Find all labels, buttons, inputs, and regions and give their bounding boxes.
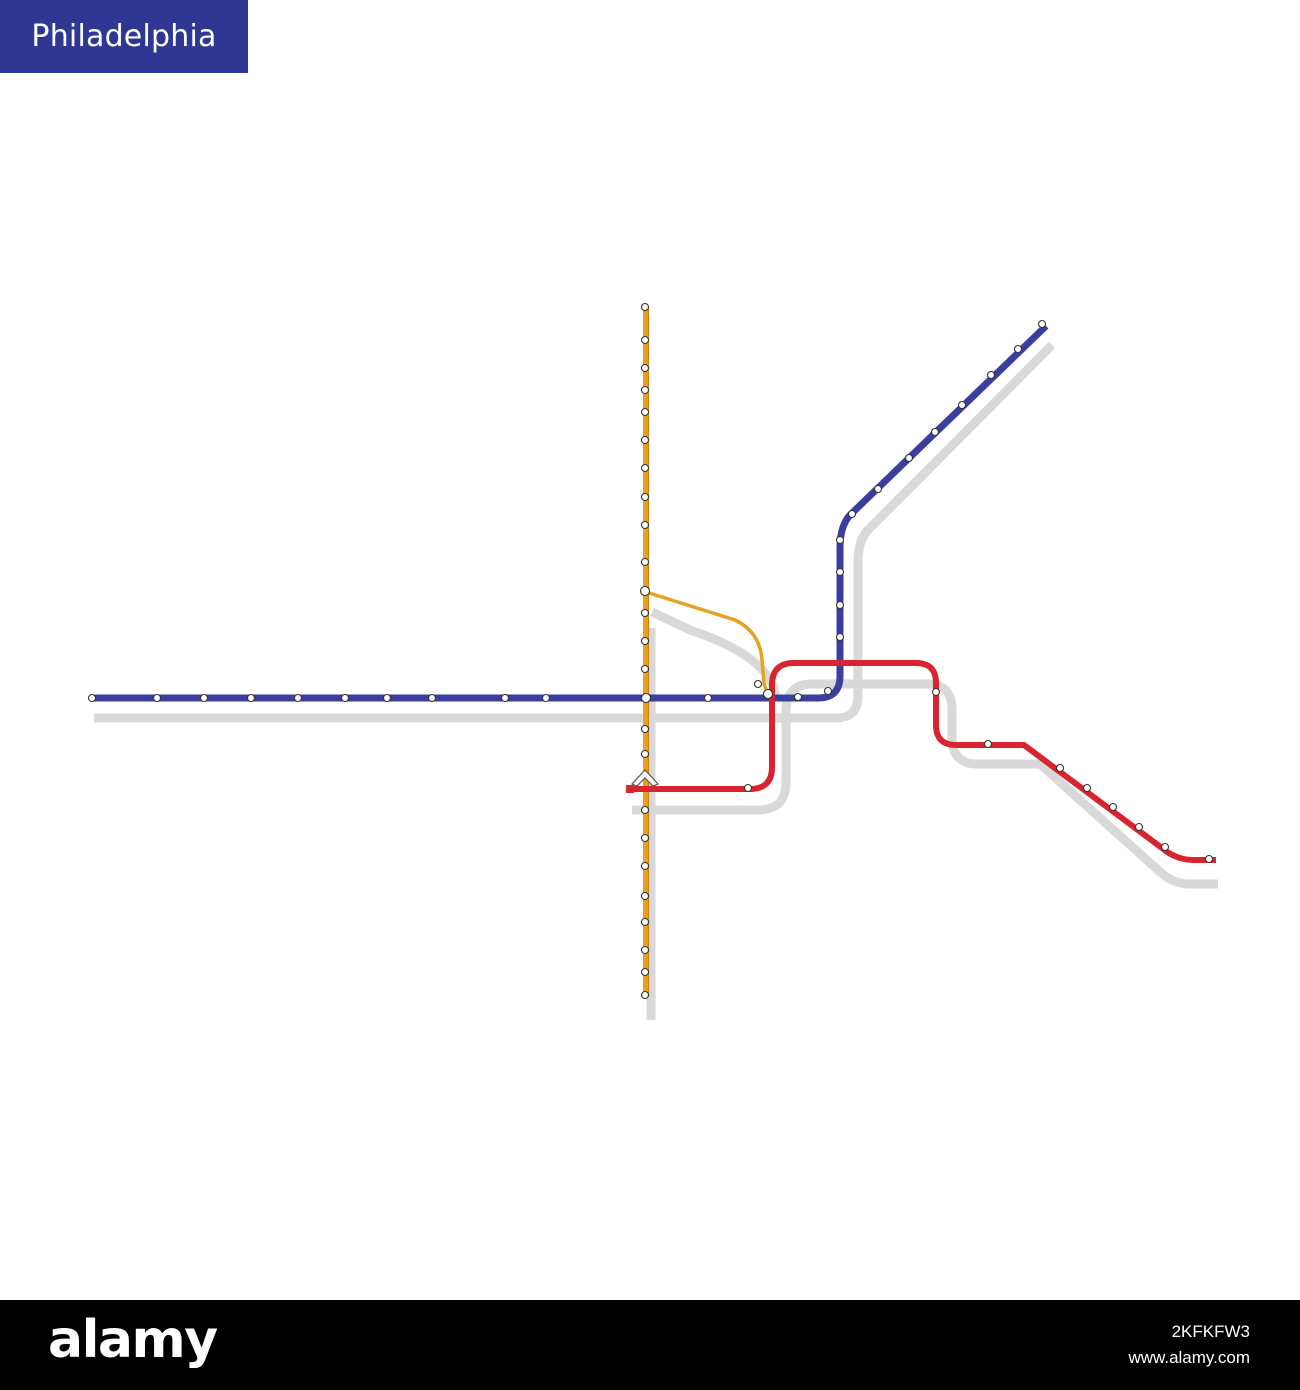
orange-station [640, 363, 650, 373]
orange-station [640, 664, 650, 674]
blue-station [500, 693, 510, 703]
orange-station [640, 557, 650, 567]
orange-station [640, 385, 650, 395]
blue-station [382, 693, 392, 703]
orange-station [640, 967, 650, 977]
interchange-station [762, 688, 774, 700]
blue-station [199, 693, 209, 703]
blue-station [793, 692, 803, 702]
blue-station [904, 453, 914, 463]
red-station [1108, 802, 1118, 812]
red-terminus-cap [626, 785, 634, 793]
blue-station [703, 693, 713, 703]
blue-station [293, 693, 303, 703]
red-line [630, 660, 1216, 863]
orange-station [640, 492, 650, 502]
interchange-station [753, 679, 763, 689]
red-station [1204, 854, 1214, 864]
red-station [931, 687, 941, 697]
blue-station [957, 400, 967, 410]
red-station [1134, 822, 1144, 832]
orange-station [640, 749, 650, 759]
interchange-station [639, 585, 651, 597]
blue-station [427, 693, 437, 703]
blue-station [930, 427, 940, 437]
orange-station [640, 463, 650, 473]
red-terminus-marker [630, 769, 660, 787]
red-station [983, 739, 993, 749]
blue-station [152, 693, 162, 703]
blue-station [1037, 319, 1047, 329]
metro-map [87, 302, 1218, 1020]
city-title: Philadelphia [31, 19, 217, 54]
blue-station [835, 567, 845, 577]
orange-station [640, 407, 650, 417]
blue-station [847, 509, 857, 519]
red-station [1055, 763, 1065, 773]
orange-station [640, 833, 650, 843]
red-station [1082, 783, 1092, 793]
orange-station [640, 861, 650, 871]
blue-station [986, 370, 996, 380]
blue-line-shadow [94, 341, 1056, 723]
red-station [1160, 842, 1170, 852]
stations [87, 302, 1214, 1000]
orange-station [640, 917, 650, 927]
blue-station [1013, 344, 1023, 354]
orange-station [640, 520, 650, 530]
orange-station [640, 805, 650, 815]
blue-station [541, 693, 551, 703]
alamy-logo: alamy [48, 1310, 218, 1370]
blue-station [246, 693, 256, 703]
image-id: 2KFKFW3 [1171, 1322, 1250, 1341]
orange-station [640, 945, 650, 955]
orange-station [640, 335, 650, 345]
city-title-badge: Philadelphia [0, 0, 248, 73]
orange-station [640, 724, 650, 734]
red-station [743, 783, 753, 793]
orange-station [640, 891, 650, 901]
blue-station [340, 693, 350, 703]
orange-station [640, 608, 650, 618]
blue-station [835, 632, 845, 642]
line-shadows [94, 341, 1218, 1020]
red-line-shadow [632, 679, 1218, 889]
site-url: www.alamy.com [1128, 1348, 1250, 1367]
orange-station [640, 435, 650, 445]
blue-station [823, 686, 833, 696]
blue-station [87, 693, 97, 703]
watermark-footer: alamy 2KFKFW3 www.alamy.com [0, 1300, 1300, 1390]
orange-station [640, 990, 650, 1000]
orange-station [640, 302, 650, 312]
interchange-station [640, 692, 652, 704]
blue-station [835, 535, 845, 545]
orange-branch [645, 590, 770, 695]
blue-station [835, 600, 845, 610]
blue-station [873, 484, 883, 494]
orange-station [640, 636, 650, 646]
blue-line [92, 323, 1049, 702]
